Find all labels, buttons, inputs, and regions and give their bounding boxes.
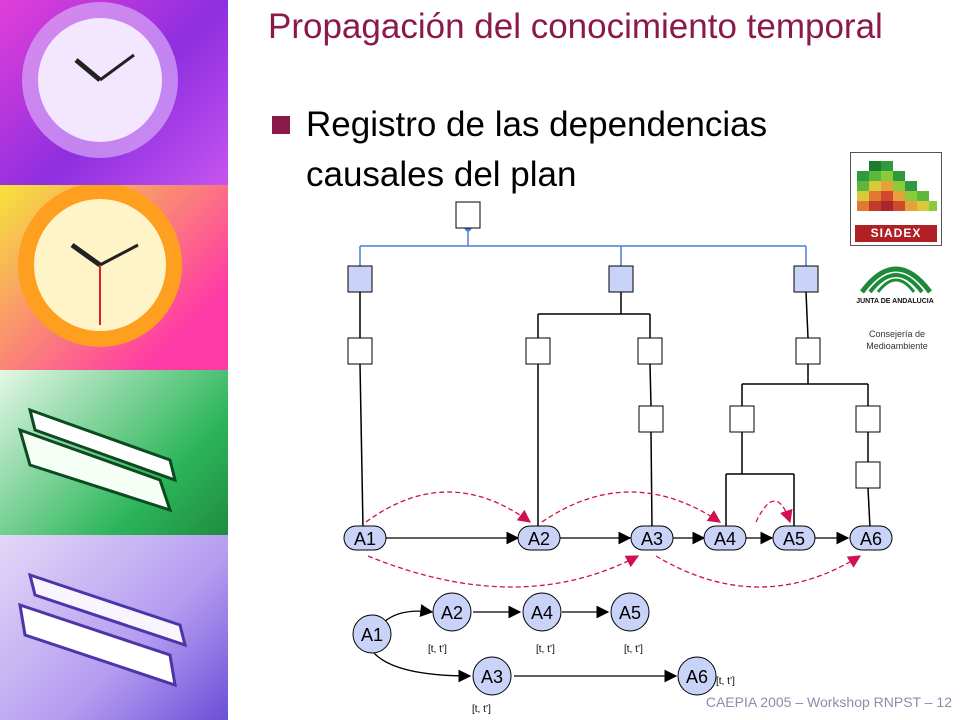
tree-top-links <box>359 224 807 266</box>
plan-actions: A1 A2 A3 A4 A5 A6 <box>343 525 893 551</box>
method-node <box>637 337 663 365</box>
graph-node-label: A5 <box>619 603 641 623</box>
subtask-node <box>855 405 881 433</box>
tree-nodes <box>347 201 881 489</box>
slide-title: Propagación del conocimiento temporal <box>268 7 883 46</box>
green-books-photo <box>0 370 228 535</box>
interval-label: [t, t’] <box>624 644 643 655</box>
root-task-node <box>455 201 481 229</box>
consejeria-line-2: Medioambiente <box>866 341 928 351</box>
interval-labels: [t, t’] [t, t’] [t, t’] [t, t’] [t, t’] <box>428 644 735 715</box>
graph-node-label: A6 <box>686 667 708 687</box>
tree-links <box>359 291 871 529</box>
causal-graph-nodes: A1 A2 A4 A5 A3 A6 <box>352 592 717 696</box>
method-node <box>795 337 821 365</box>
interval-label: [t, t’] <box>472 704 491 715</box>
graph-node-label: A3 <box>481 667 503 687</box>
graph-node-label: A4 <box>531 603 553 623</box>
plan-action-label: A3 <box>641 529 663 549</box>
purple-books-photo <box>0 535 228 720</box>
plan-action-label: A1 <box>354 529 376 549</box>
slide-footer: CAEPIA 2005 – Workshop RNPST – 12 <box>705 694 952 710</box>
subtask-node <box>638 405 664 433</box>
junta-label: JUNTA DE ANDALUCIA <box>856 298 934 305</box>
consejeria-line-1: Consejería de <box>868 329 926 339</box>
siadex-label: SIADEX <box>855 225 937 242</box>
plan-action-label: A2 <box>528 529 550 549</box>
compound-task-node <box>793 265 819 293</box>
method-node <box>347 337 373 365</box>
method-node <box>525 337 551 365</box>
subtask-node <box>855 461 881 489</box>
compound-task-node <box>347 265 373 293</box>
plan-action-label: A6 <box>860 529 882 549</box>
causal-links <box>365 491 862 588</box>
junta-andalucia-logo <box>848 252 944 312</box>
bullet-marker <box>272 116 290 134</box>
interval-label: [t, t’] <box>536 644 555 655</box>
causal-graph-edges <box>369 604 678 683</box>
subtask-node <box>729 405 755 433</box>
bullet-text: Registro de las dependencias causales de… <box>306 105 768 194</box>
orange-clock-photo <box>0 185 228 370</box>
consejeria-label: Consejería de Medioambiente <box>852 328 942 352</box>
graph-node-label: A1 <box>361 625 383 645</box>
graph-node-label: A2 <box>441 603 463 623</box>
compound-task-node <box>608 265 634 293</box>
plan-action-label: A5 <box>783 529 805 549</box>
decorative-photo-strip <box>0 0 228 720</box>
siadex-logo: SIADEX <box>850 152 942 246</box>
interval-label: [t, t’] <box>716 676 735 687</box>
interval-label: [t, t’] <box>428 644 447 655</box>
plan-action-label: A4 <box>714 529 736 549</box>
purple-clock-photo <box>0 0 228 185</box>
